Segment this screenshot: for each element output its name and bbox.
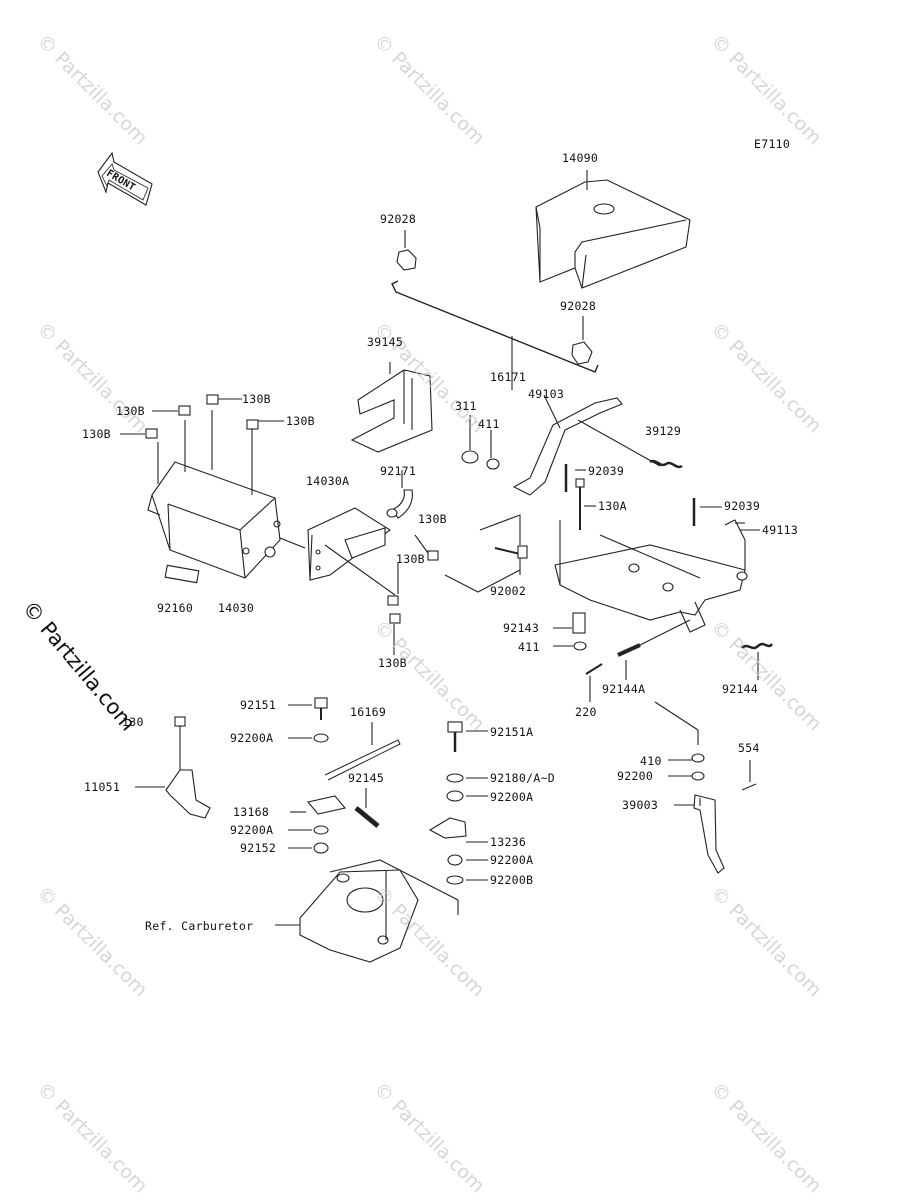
plate-92160 xyxy=(164,564,200,584)
part-label-92002[interactable]: 92002 xyxy=(490,584,527,598)
part-label-16169[interactable]: 16169 xyxy=(350,705,387,719)
nut-311 xyxy=(461,450,479,464)
holder-39145 xyxy=(350,362,433,453)
part-label-92145[interactable]: 92145 xyxy=(348,771,385,785)
part-label-311[interactable]: 311 xyxy=(455,399,477,413)
part-label-130B[interactable]: 130B xyxy=(418,512,447,526)
cover-14090-shape xyxy=(535,170,691,289)
lever-49103 xyxy=(512,394,623,496)
part-label-49113[interactable]: 49113 xyxy=(762,523,799,537)
pin-92039-b xyxy=(692,498,722,526)
part-label-92039[interactable]: 92039 xyxy=(588,464,625,478)
stack-left xyxy=(288,697,347,854)
part-label-92151A[interactable]: 92151A xyxy=(490,725,534,739)
part-label-92028[interactable]: 92028 xyxy=(380,212,417,226)
grommet-92171 xyxy=(391,489,413,519)
part-label-11051[interactable]: 11051 xyxy=(84,780,121,794)
part-label-92160[interactable]: 92160 xyxy=(157,601,194,615)
clip-92028-top xyxy=(396,230,417,271)
part-label-130B[interactable]: 130B xyxy=(378,656,407,670)
diagram-code: E7110 xyxy=(754,137,791,151)
part-label-92028[interactable]: 92028 xyxy=(560,299,597,313)
part-label-14090[interactable]: 14090 xyxy=(562,151,599,165)
part-label-92200[interactable]: 92200 xyxy=(617,769,654,783)
box-14030 xyxy=(147,410,306,579)
rod-16169 xyxy=(324,739,401,781)
bolt-130B-mid-a xyxy=(427,550,439,561)
stack-right xyxy=(428,721,488,885)
screw-220 xyxy=(585,663,603,702)
part-label-14030A[interactable]: 14030A xyxy=(306,474,350,488)
spring-92144 xyxy=(741,642,774,650)
bracket-49113 xyxy=(554,519,760,633)
bolt-130B-mid-c xyxy=(389,613,401,624)
bolt-130A xyxy=(575,478,596,530)
rod-39003-group xyxy=(654,701,757,874)
part-label-13168[interactable]: 13168 xyxy=(233,805,270,819)
part-label-554[interactable]: 554 xyxy=(738,741,760,755)
washer-411-top xyxy=(486,458,500,470)
part-label-92200A[interactable]: 92200A xyxy=(490,790,534,804)
part-label-39145[interactable]: 39145 xyxy=(367,335,404,349)
bolt-92002 xyxy=(444,514,528,593)
part-label-13236[interactable]: 13236 xyxy=(490,835,527,849)
part-label-130B[interactable]: 130B xyxy=(242,392,271,406)
bolt-130B-mid-b xyxy=(387,595,399,606)
part-label-130A[interactable]: 130A xyxy=(598,499,627,513)
bracket-11051 xyxy=(135,716,211,819)
part-label-39129[interactable]: 39129 xyxy=(645,424,682,438)
part-label-16171[interactable]: 16171 xyxy=(490,370,527,384)
part-label-92151[interactable]: 92151 xyxy=(240,698,277,712)
part-label-130B[interactable]: 130B xyxy=(396,552,425,566)
part-label-92039[interactable]: 92039 xyxy=(724,499,761,513)
carburetor-shape xyxy=(275,859,459,963)
part-label-220[interactable]: 220 xyxy=(575,705,597,719)
part-label-92152[interactable]: 92152 xyxy=(240,841,277,855)
part-label-92200B[interactable]: 92200B xyxy=(490,873,534,887)
clip-92028-mid xyxy=(571,316,593,365)
part-label-130[interactable]: 130 xyxy=(122,715,144,729)
pin-92039-a xyxy=(564,464,586,492)
collar-92143 xyxy=(572,612,586,634)
part-label-410[interactable]: 410 xyxy=(640,754,662,768)
ref-carburetor-label[interactable]: Ref. Carburetor xyxy=(145,919,254,933)
part-label-39003[interactable]: 39003 xyxy=(622,798,659,812)
part-label-130B[interactable]: 130B xyxy=(286,414,315,428)
part-label-92143[interactable]: 92143 xyxy=(503,621,540,635)
rod-16171 xyxy=(391,280,599,373)
part-label-14030[interactable]: 14030 xyxy=(218,601,255,615)
part-label-49103[interactable]: 49103 xyxy=(528,387,565,401)
part-label-92200A[interactable]: 92200A xyxy=(230,823,274,837)
part-label-92144[interactable]: 92144 xyxy=(722,682,759,696)
part-label-130B[interactable]: 130B xyxy=(116,404,145,418)
front-arrow-icon xyxy=(97,151,153,206)
part-label-92200A[interactable]: 92200A xyxy=(230,731,274,745)
part-label-92144A[interactable]: 92144A xyxy=(602,682,646,696)
part-label-411[interactable]: 411 xyxy=(478,417,500,431)
spring-92144A xyxy=(617,643,641,657)
bracket-14030A xyxy=(307,507,396,596)
bolt-130B-group xyxy=(120,394,284,439)
part-label-130B[interactable]: 130B xyxy=(82,427,111,441)
part-label-92200A[interactable]: 92200A xyxy=(490,853,534,867)
part-label-92180[interactable]: 92180/A~D xyxy=(490,771,556,785)
part-label-92171[interactable]: 92171 xyxy=(380,464,417,478)
spring-92145 xyxy=(354,806,380,828)
washer-411-mid xyxy=(573,641,587,651)
part-label-411[interactable]: 411 xyxy=(518,640,540,654)
spring-39129 xyxy=(649,459,683,469)
